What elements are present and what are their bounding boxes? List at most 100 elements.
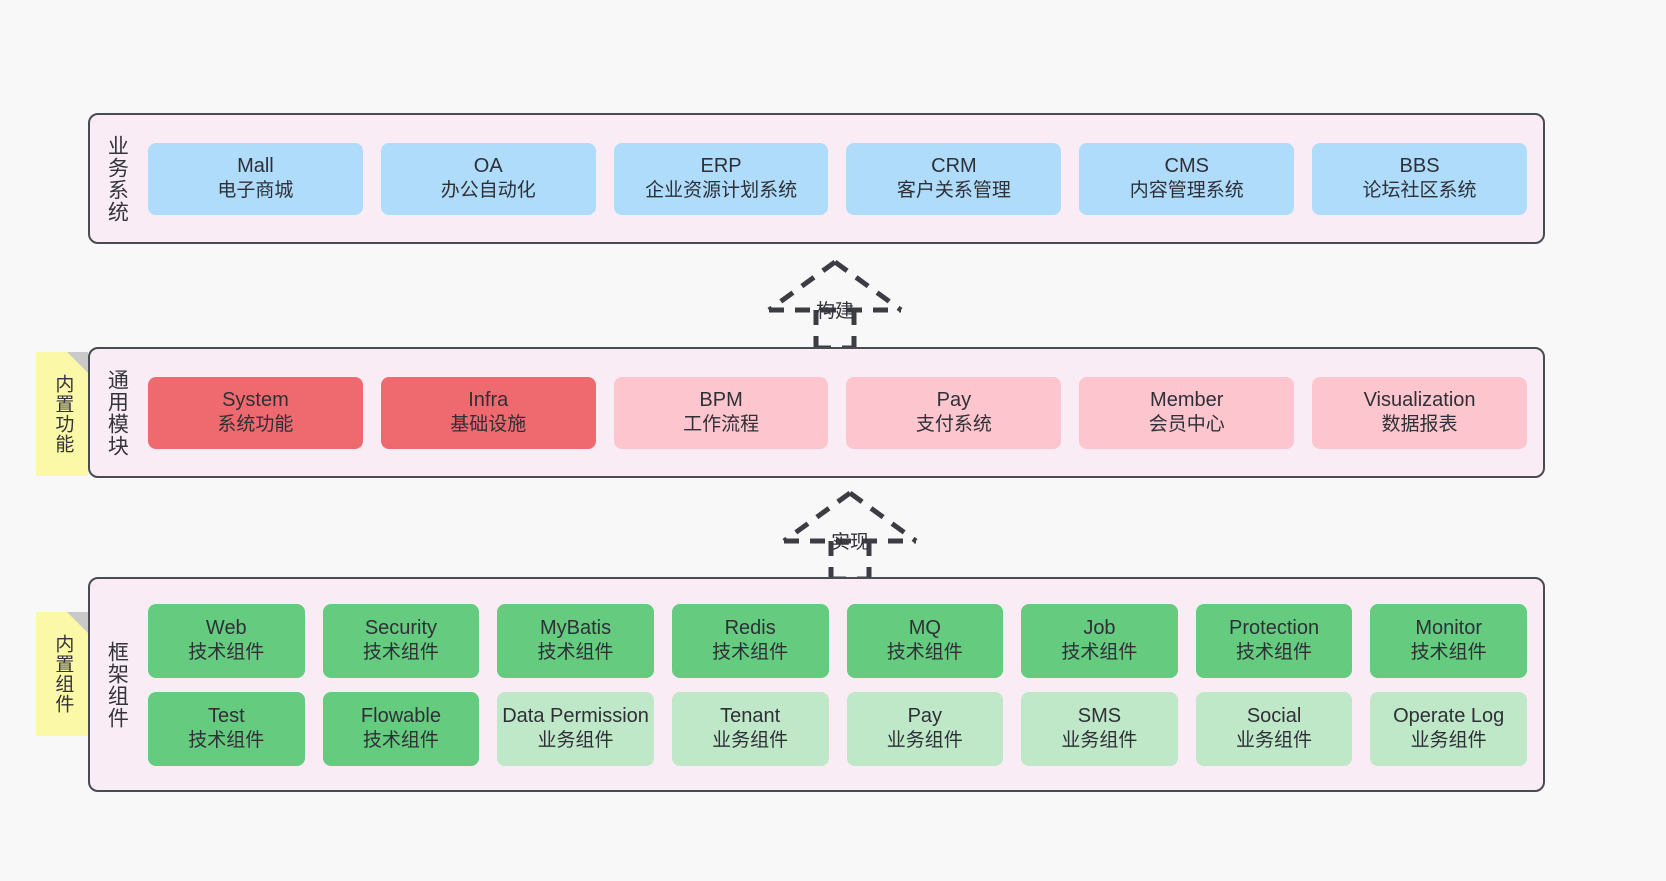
- node-sms[interactable]: SMS 业务组件: [1021, 691, 1178, 766]
- node-mybatis[interactable]: MyBatis 技术组件: [497, 603, 654, 678]
- node-label-en: Mall: [237, 154, 274, 177]
- node-monitor[interactable]: Monitor 技术组件: [1370, 603, 1527, 678]
- node-system[interactable]: System 系统功能: [148, 376, 363, 449]
- node-label-en: Tenant: [720, 704, 781, 727]
- node-label-en: CMS: [1164, 154, 1209, 177]
- node-label-en: Protection: [1229, 616, 1320, 639]
- node-test[interactable]: Test 技术组件: [148, 691, 305, 766]
- node-label-cn: 技术组件: [886, 642, 963, 664]
- node-label-cn: 技术组件: [362, 642, 439, 664]
- node-label-cn: 内容管理系统: [1129, 180, 1244, 202]
- node-pay-business[interactable]: Pay 业务组件: [846, 691, 1004, 766]
- sticky-note-label: 内置组件: [52, 634, 74, 714]
- layer-title-framework-components: 框架组件: [105, 640, 129, 729]
- layer-business-systems: 业务系统 Mall 电子商城 OA 办公自动化 ERP 企业资源计划系统 CRM…: [88, 113, 1545, 244]
- node-security[interactable]: Security 技术组件: [322, 603, 480, 678]
- node-label-en: Member: [1150, 388, 1224, 411]
- layer-framework-components: 框架组件 Web 技术组件 Security 技术组件 MyBatis 技术组件…: [88, 577, 1545, 792]
- node-label-en: Job: [1083, 616, 1116, 639]
- node-label-cn: 论坛社区系统: [1362, 180, 1477, 202]
- node-label-en: Web: [205, 616, 247, 639]
- node-label-en: Pay: [907, 704, 943, 727]
- node-label-cn: 企业资源计划系统: [645, 180, 798, 202]
- arrow-label-build: 构建: [815, 301, 855, 322]
- node-bbs[interactable]: BBS 论坛社区系统: [1312, 142, 1527, 215]
- node-member[interactable]: Member 会员中心: [1079, 376, 1295, 449]
- layer-body-business-systems: Mall 电子商城 OA 办公自动化 ERP 企业资源计划系统 CRM 客户关系…: [142, 115, 1543, 242]
- node-label-en: Flowable: [360, 704, 441, 727]
- node-tenant[interactable]: Tenant 业务组件: [671, 691, 829, 766]
- sticky-note-label: 内置功能: [52, 374, 74, 454]
- sticky-note-builtin-components: 内置组件: [36, 612, 88, 736]
- node-label-cn: 会员中心: [1148, 414, 1225, 436]
- layer-body-common-modules: System 系统功能 Infra 基础设施 BPM 工作流程 Pay 支付系统…: [142, 349, 1543, 476]
- node-label-cn: 业务组件: [537, 730, 614, 752]
- node-label-en: Security: [364, 616, 438, 639]
- node-label-cn: 技术组件: [1410, 642, 1487, 664]
- node-label-en: Infra: [468, 388, 509, 411]
- node-label-cn: 技术组件: [712, 642, 789, 664]
- node-label-en: CRM: [931, 154, 977, 177]
- sticky-fold-corner-icon: [67, 352, 88, 373]
- node-operate-log[interactable]: Operate Log 业务组件: [1370, 691, 1527, 766]
- node-label-en: Redis: [724, 616, 776, 639]
- node-label-cn: 技术组件: [537, 642, 614, 664]
- row: System 系统功能 Infra 基础设施 BPM 工作流程 Pay 支付系统…: [148, 376, 1527, 449]
- node-label-cn: 技术组件: [188, 730, 265, 752]
- node-mall[interactable]: Mall 电子商城: [148, 142, 363, 215]
- node-label-cn: 数据报表: [1381, 414, 1458, 436]
- row: Mall 电子商城 OA 办公自动化 ERP 企业资源计划系统 CRM 客户关系…: [148, 142, 1527, 215]
- node-label-en: SMS: [1077, 704, 1122, 727]
- arrow-build: 构建: [760, 258, 910, 351]
- node-label-cn: 客户关系管理: [896, 180, 1011, 202]
- node-label-en: Visualization: [1363, 388, 1476, 411]
- row: Test 技术组件 Flowable 技术组件 Data Permission …: [148, 691, 1527, 766]
- node-bpm[interactable]: BPM 工作流程: [613, 376, 829, 449]
- node-label-en: BBS: [1399, 154, 1440, 177]
- node-label-en: MyBatis: [540, 616, 612, 639]
- node-label-en: Data Permission: [502, 704, 649, 727]
- node-cms[interactable]: CMS 内容管理系统: [1079, 142, 1295, 215]
- node-social[interactable]: Social 业务组件: [1195, 691, 1353, 766]
- node-visualization[interactable]: Visualization 数据报表: [1312, 376, 1527, 449]
- node-label-cn: 业务组件: [712, 730, 789, 752]
- sticky-note-builtin-features: 内置功能: [36, 352, 88, 476]
- node-erp[interactable]: ERP 企业资源计划系统: [613, 142, 829, 215]
- node-label-cn: 技术组件: [1236, 642, 1313, 664]
- node-label-en: Operate Log: [1393, 704, 1505, 727]
- layer-title-business-systems: 业务系统: [105, 134, 129, 223]
- node-label-cn: 办公自动化: [440, 180, 536, 202]
- node-label-cn: 业务组件: [1410, 730, 1487, 752]
- node-pay[interactable]: Pay 支付系统: [846, 376, 1062, 449]
- node-data-permission[interactable]: Data Permission 业务组件: [497, 691, 654, 766]
- node-oa[interactable]: OA 办公自动化: [380, 142, 596, 215]
- node-redis[interactable]: Redis 技术组件: [671, 603, 829, 678]
- node-label-cn: 技术组件: [188, 642, 265, 664]
- node-crm[interactable]: CRM 客户关系管理: [846, 142, 1062, 215]
- layer-common-modules: 通用模块 System 系统功能 Infra 基础设施 BPM 工作流程 Pay…: [88, 347, 1545, 478]
- node-label-cn: 业务组件: [886, 730, 963, 752]
- layer-title-common-modules: 通用模块: [105, 368, 129, 457]
- node-label-en: OA: [473, 154, 503, 177]
- node-web[interactable]: Web 技术组件: [148, 603, 305, 678]
- node-flowable[interactable]: Flowable 技术组件: [322, 691, 480, 766]
- node-infra[interactable]: Infra 基础设施: [380, 376, 596, 449]
- node-label-cn: 支付系统: [915, 414, 992, 436]
- node-label-en: Monitor: [1415, 616, 1483, 639]
- node-job[interactable]: Job 技术组件: [1021, 603, 1178, 678]
- node-label-cn: 技术组件: [1061, 642, 1138, 664]
- node-label-cn: 技术组件: [362, 730, 439, 752]
- arrow-realize: 实现: [775, 489, 925, 582]
- node-mq[interactable]: MQ 技术组件: [846, 603, 1004, 678]
- layer-body-framework-components: Web 技术组件 Security 技术组件 MyBatis 技术组件 Redi…: [142, 579, 1543, 790]
- node-label-en: System: [222, 388, 289, 411]
- node-label-en: Pay: [936, 388, 972, 411]
- node-label-en: Social: [1246, 704, 1302, 727]
- sticky-fold-corner-icon: [67, 612, 88, 633]
- node-label-cn: 基础设施: [450, 414, 527, 436]
- node-label-en: Test: [207, 704, 245, 727]
- node-protection[interactable]: Protection 技术组件: [1195, 603, 1353, 678]
- arrow-label-realize: 实现: [830, 532, 870, 553]
- node-label-cn: 工作流程: [683, 414, 760, 436]
